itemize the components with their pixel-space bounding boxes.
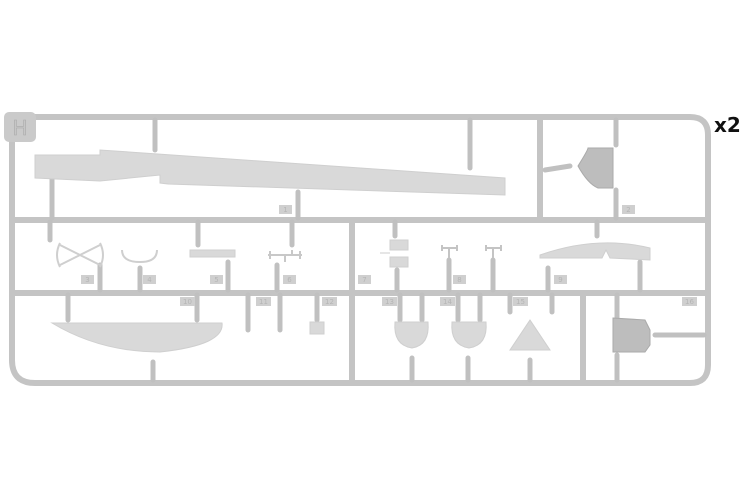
- part-number: 16: [685, 298, 694, 306]
- part-bar: [189, 249, 236, 258]
- part-number: 3: [85, 276, 89, 284]
- sprue-letter-tab: [4, 112, 36, 142]
- part-t-small-a: [441, 245, 458, 258]
- part-t-small-b: [485, 245, 502, 258]
- part-drum-lower: [612, 317, 651, 353]
- part-bracket: [121, 249, 158, 264]
- part-wing-long: [34, 149, 506, 196]
- part-number: 15: [516, 298, 525, 306]
- part-square: [309, 321, 325, 335]
- part-number: 13: [385, 298, 394, 306]
- part-number: 8: [457, 276, 461, 284]
- part-curved-panel: [539, 242, 651, 261]
- gates: [47, 117, 707, 383]
- part-number: 7: [362, 276, 366, 284]
- part-number: 10: [183, 298, 192, 306]
- part-number: 6: [287, 276, 292, 284]
- part-number: 1: [283, 206, 287, 214]
- part-number: 14: [443, 298, 452, 306]
- frame-rail: [9, 114, 711, 386]
- part-number: 12: [325, 298, 334, 306]
- part-twin-fitting: [380, 239, 409, 268]
- part-number: 2: [626, 206, 630, 214]
- part-drum-upper: [577, 147, 614, 189]
- part-number: 5: [214, 276, 218, 284]
- part-shield: [451, 321, 487, 349]
- sprue-letter: H: [12, 116, 27, 140]
- part-number: 9: [558, 276, 562, 284]
- part-number-labels: 1 2 3 4 5 6 7 8 9 10 11 12 13 14 15 16: [81, 205, 697, 306]
- part-triangle: [509, 319, 551, 351]
- part-cross-strut: [56, 242, 104, 268]
- part-t-fitting: [268, 250, 302, 262]
- part-mesh-shield: [394, 321, 429, 349]
- quantity-label: x2: [714, 113, 741, 137]
- part-number: 11: [259, 298, 268, 306]
- part-number: 4: [147, 276, 152, 284]
- part-wing-lower: [50, 322, 223, 353]
